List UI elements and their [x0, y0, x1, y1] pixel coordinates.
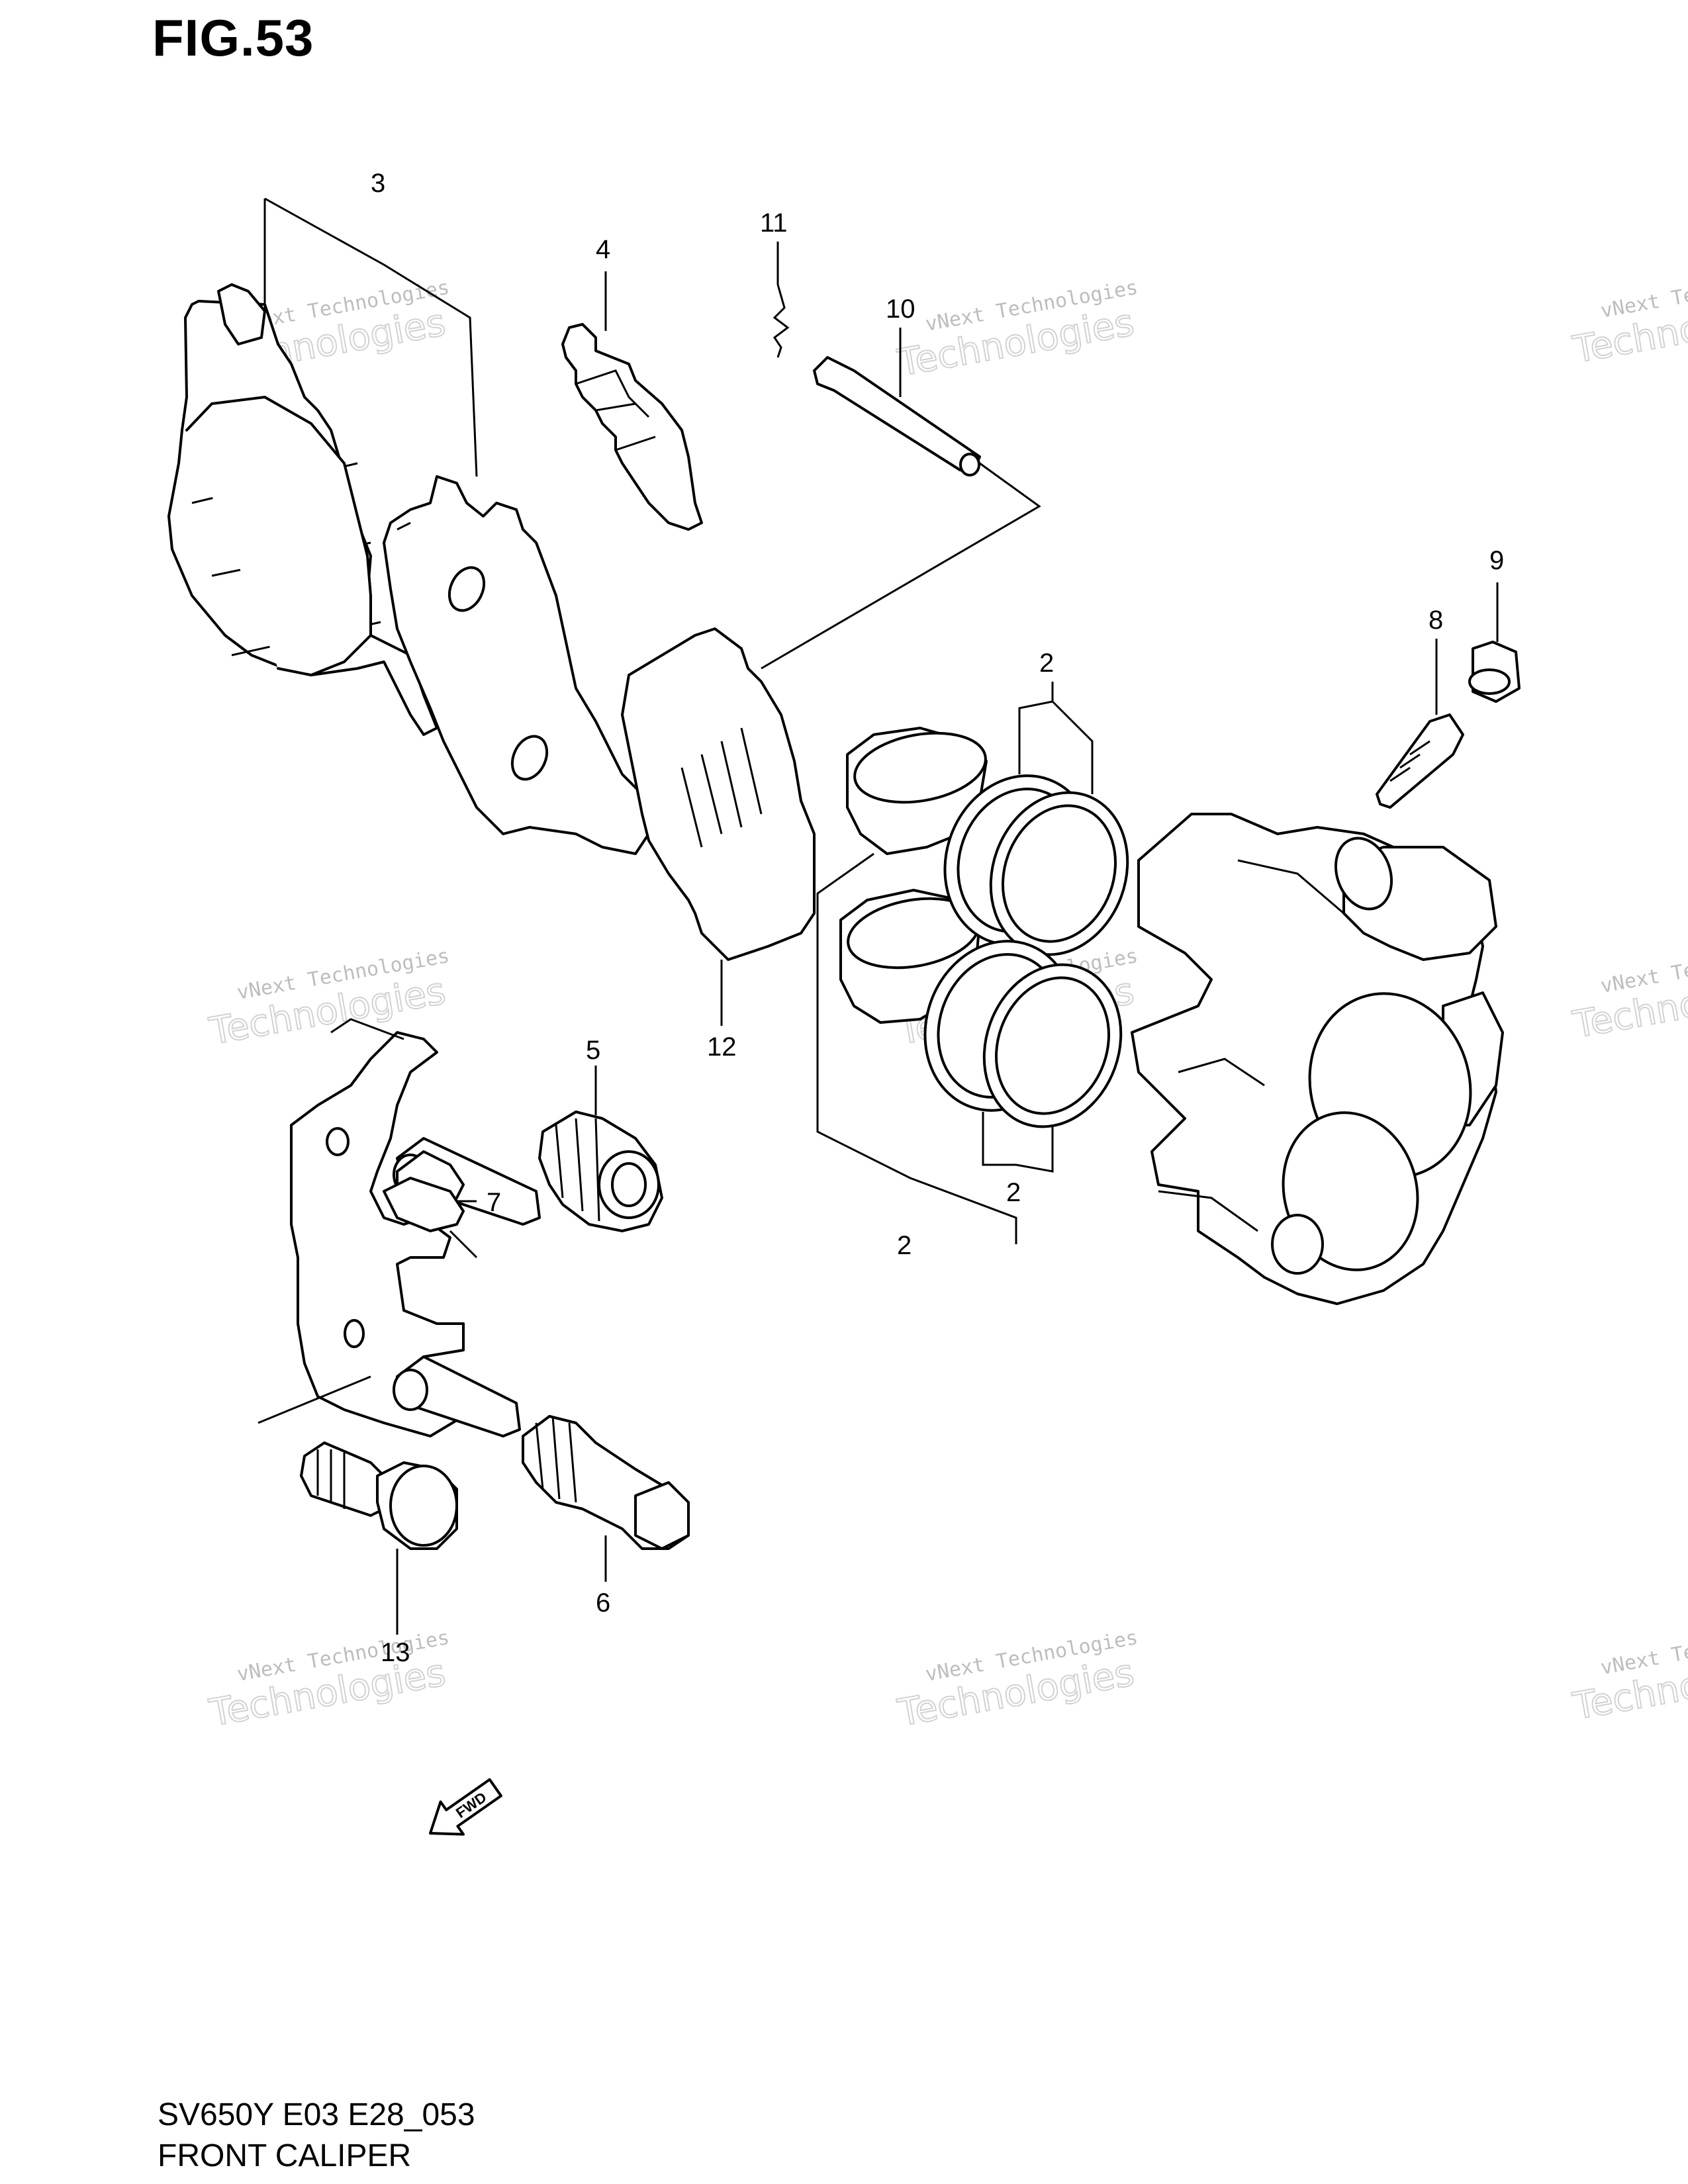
figure-title: FIG.53 — [152, 9, 314, 67]
part-6-slide-pin[interactable] — [522, 1415, 690, 1550]
callout-9[interactable]: 9 — [1489, 546, 1504, 575]
callout-6[interactable]: 6 — [596, 1588, 610, 1617]
watermark: vNext Technologies Technologies — [1569, 263, 1688, 373]
callout-7[interactable]: 7 — [487, 1188, 501, 1217]
part-8-bleeder-valve[interactable] — [1376, 713, 1464, 809]
leader-part-2-lower — [982, 1112, 1054, 1173]
callout-4[interactable]: 4 — [596, 235, 610, 264]
part-3-brake-pad-inner[interactable] — [383, 475, 650, 855]
part-11-retaining-clip[interactable] — [773, 284, 790, 358]
forward-direction-arrow: FWD — [429, 1778, 502, 1836]
watermark: vNext Technologies Technologies — [1569, 1619, 1688, 1729]
part-3-brake-pad-outer[interactable] — [167, 283, 438, 736]
part-12-pad-shim[interactable] — [621, 627, 816, 961]
part-7-bracket-clip[interactable] — [383, 1150, 465, 1232]
callout-1[interactable]: 2 — [897, 1231, 912, 1260]
callout-2-upper[interactable]: 2 — [1039, 649, 1054, 678]
part-2-piston-seal-upper[interactable] — [921, 754, 1150, 974]
watermark: vNext Technologies Technologies — [1569, 938, 1688, 1048]
callout-3[interactable]: 3 — [371, 169, 385, 198]
callout-5[interactable]: 5 — [586, 1036, 600, 1065]
leader-part-1 — [816, 852, 1017, 1244]
callout-10[interactable]: 10 — [886, 295, 915, 324]
part-bracket-support[interactable] — [290, 1018, 541, 1437]
part-9-bleeder-cap[interactable] — [1468, 641, 1521, 703]
leader-part-10 — [761, 328, 1041, 670]
caliper-body[interactable] — [1131, 813, 1504, 1305]
callout-11[interactable]: 11 — [760, 208, 788, 238]
callout-8[interactable]: 8 — [1429, 606, 1443, 635]
watermark: vNext Technologies Technologies — [894, 1626, 1139, 1736]
leader-part-3 — [263, 197, 478, 477]
part-2-piston-seal-lower[interactable] — [902, 920, 1143, 1146]
part-5-dust-boot[interactable] — [538, 1111, 663, 1232]
part-1-piston-upper[interactable] — [846, 723, 991, 855]
leader-part-2-upper — [1018, 682, 1094, 794]
part-4-pad-spring[interactable] — [561, 323, 703, 531]
figure-name: FRONT CALIPER — [158, 2138, 412, 2173]
callout-2-lower[interactable]: 2 — [1006, 1178, 1021, 1207]
figure-code: SV650Y E03 E28_053 — [158, 2097, 475, 2132]
watermark: vNext Technologies Technologies — [205, 1626, 451, 1736]
part-10-pad-pin[interactable] — [813, 356, 981, 477]
part-13-caliper-bolt[interactable] — [300, 1441, 458, 1550]
callout-13[interactable]: 13 — [381, 1638, 410, 1667]
watermark: vNext Technologies Technologies — [894, 276, 1139, 386]
callout-12[interactable]: 12 — [707, 1032, 737, 1062]
leader-part-13 — [258, 1375, 399, 1635]
